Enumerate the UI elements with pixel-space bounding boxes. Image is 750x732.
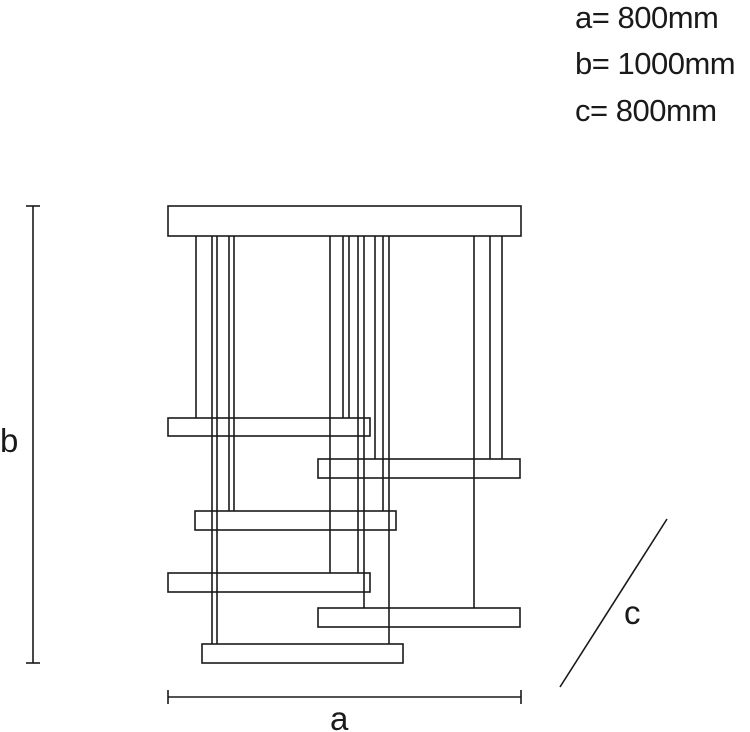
spec-a-value: 800mm bbox=[617, 0, 719, 35]
led-panel bbox=[167, 572, 371, 593]
led-panel bbox=[167, 417, 371, 437]
led-panel bbox=[201, 643, 404, 664]
spec-c: c= 800mm bbox=[575, 93, 717, 129]
spec-c-value: 800mm bbox=[615, 93, 717, 128]
spec-b: b= 1000mm bbox=[575, 46, 736, 82]
ceiling-canopy bbox=[167, 205, 522, 237]
suspension-cables bbox=[195, 236, 503, 644]
dimension-a-label: a bbox=[330, 700, 349, 732]
spec-b-value: 1000mm bbox=[617, 46, 736, 81]
dimension-c-label: c bbox=[624, 594, 641, 631]
dimension-b-line bbox=[26, 205, 40, 664]
dimension-b-label: b bbox=[0, 422, 18, 459]
dimension-c-line bbox=[559, 518, 668, 688]
led-panels bbox=[167, 417, 521, 664]
led-panel bbox=[317, 607, 521, 628]
spec-a-label: a= bbox=[575, 0, 610, 35]
spec-c-label: c= bbox=[575, 93, 608, 128]
spec-a: a= 800mm bbox=[575, 0, 719, 36]
led-panel bbox=[317, 458, 521, 479]
led-panel bbox=[194, 510, 397, 531]
dimension-a-line bbox=[167, 690, 522, 704]
spec-b-label: b= bbox=[575, 46, 610, 81]
